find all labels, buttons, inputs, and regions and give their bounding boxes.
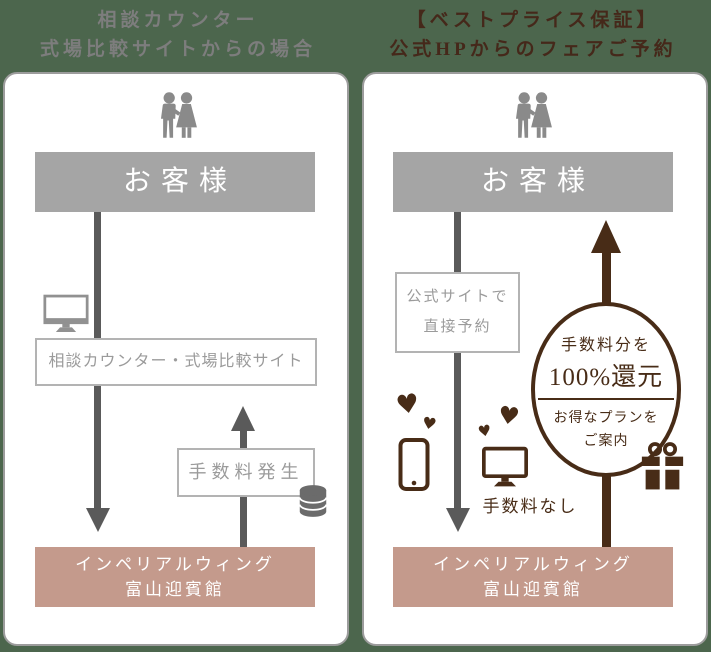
- up-arrowhead-icon: [231, 406, 255, 431]
- left-header-line2: 式場比較サイトからの場合: [39, 39, 316, 60]
- left-header-line1: 相談カウンター: [97, 10, 259, 31]
- smartphone-icon: [398, 438, 430, 491]
- venue-name-line2: 富山迎賓館: [125, 580, 225, 599]
- down-arrowhead-icon: [86, 508, 110, 532]
- right-flow-panel: お客様 公式サイトで 直接予約 手数料分を 100%還元 お得なプランを ご案内…: [362, 72, 708, 646]
- venue-name-line2: 富山迎賓館: [483, 580, 583, 599]
- left-flow-panel: お客様 相談カウンター・式場比較サイト 手数料発生 インペリアルウィング 富山迎…: [3, 72, 349, 646]
- gift-icon: [641, 442, 684, 490]
- left-column-header: 相談カウンター 式場比較サイトからの場合: [0, 6, 356, 64]
- badge-line4: ご案内: [583, 434, 629, 449]
- direct-booking-line1: 公式サイトで: [406, 289, 509, 305]
- venue-name-line1: インペリアルウィング: [75, 555, 275, 574]
- right-header-line2: 公式HPからのフェアご予約: [389, 39, 677, 60]
- heart-icon: ♥: [496, 400, 522, 432]
- couple-icon: [515, 92, 552, 138]
- direct-booking-box: 公式サイトで 直接予約: [395, 272, 520, 353]
- venue-name-line1: インペリアルウィング: [433, 555, 633, 574]
- badge-divider: [538, 398, 674, 400]
- right-column-header: 【ベストプライス保証】 公式HPからのフェアご予約: [355, 6, 711, 64]
- down-arrowhead-icon: [446, 508, 470, 532]
- monitor-icon: [43, 294, 89, 332]
- coins-icon: [298, 485, 328, 517]
- customer-bar: お客様: [393, 152, 673, 212]
- fee-incurred-box: 手数料発生: [177, 448, 315, 497]
- monitor-icon: [482, 446, 528, 487]
- badge-line2: 100%還元: [548, 364, 664, 391]
- right-header-line1: 【ベストプライス保証】: [406, 10, 660, 31]
- up-arrowhead-icon: [591, 220, 621, 253]
- couple-icon: [160, 92, 197, 138]
- direct-booking-line2: 直接予約: [423, 319, 492, 335]
- venue-bar: インペリアルウィング 富山迎賓館: [35, 547, 315, 607]
- badge-line3: お得なプランを: [553, 411, 659, 426]
- no-fee-label: 手数料なし: [482, 497, 578, 516]
- venue-bar: インペリアルウィング 富山迎賓館: [393, 547, 673, 607]
- badge-line1: 手数料分を: [560, 337, 651, 354]
- comparison-site-box: 相談カウンター・式場比較サイト: [35, 338, 317, 386]
- down-arrow-stem: [454, 212, 461, 508]
- customer-bar: お客様: [35, 152, 315, 212]
- heart-icon: ♥: [476, 420, 493, 442]
- heart-icon: ♥: [420, 412, 438, 435]
- heart-icon: ♥: [394, 388, 422, 422]
- cashback-badge: 手数料分を 100%還元 お得なプランを ご案内: [531, 302, 681, 477]
